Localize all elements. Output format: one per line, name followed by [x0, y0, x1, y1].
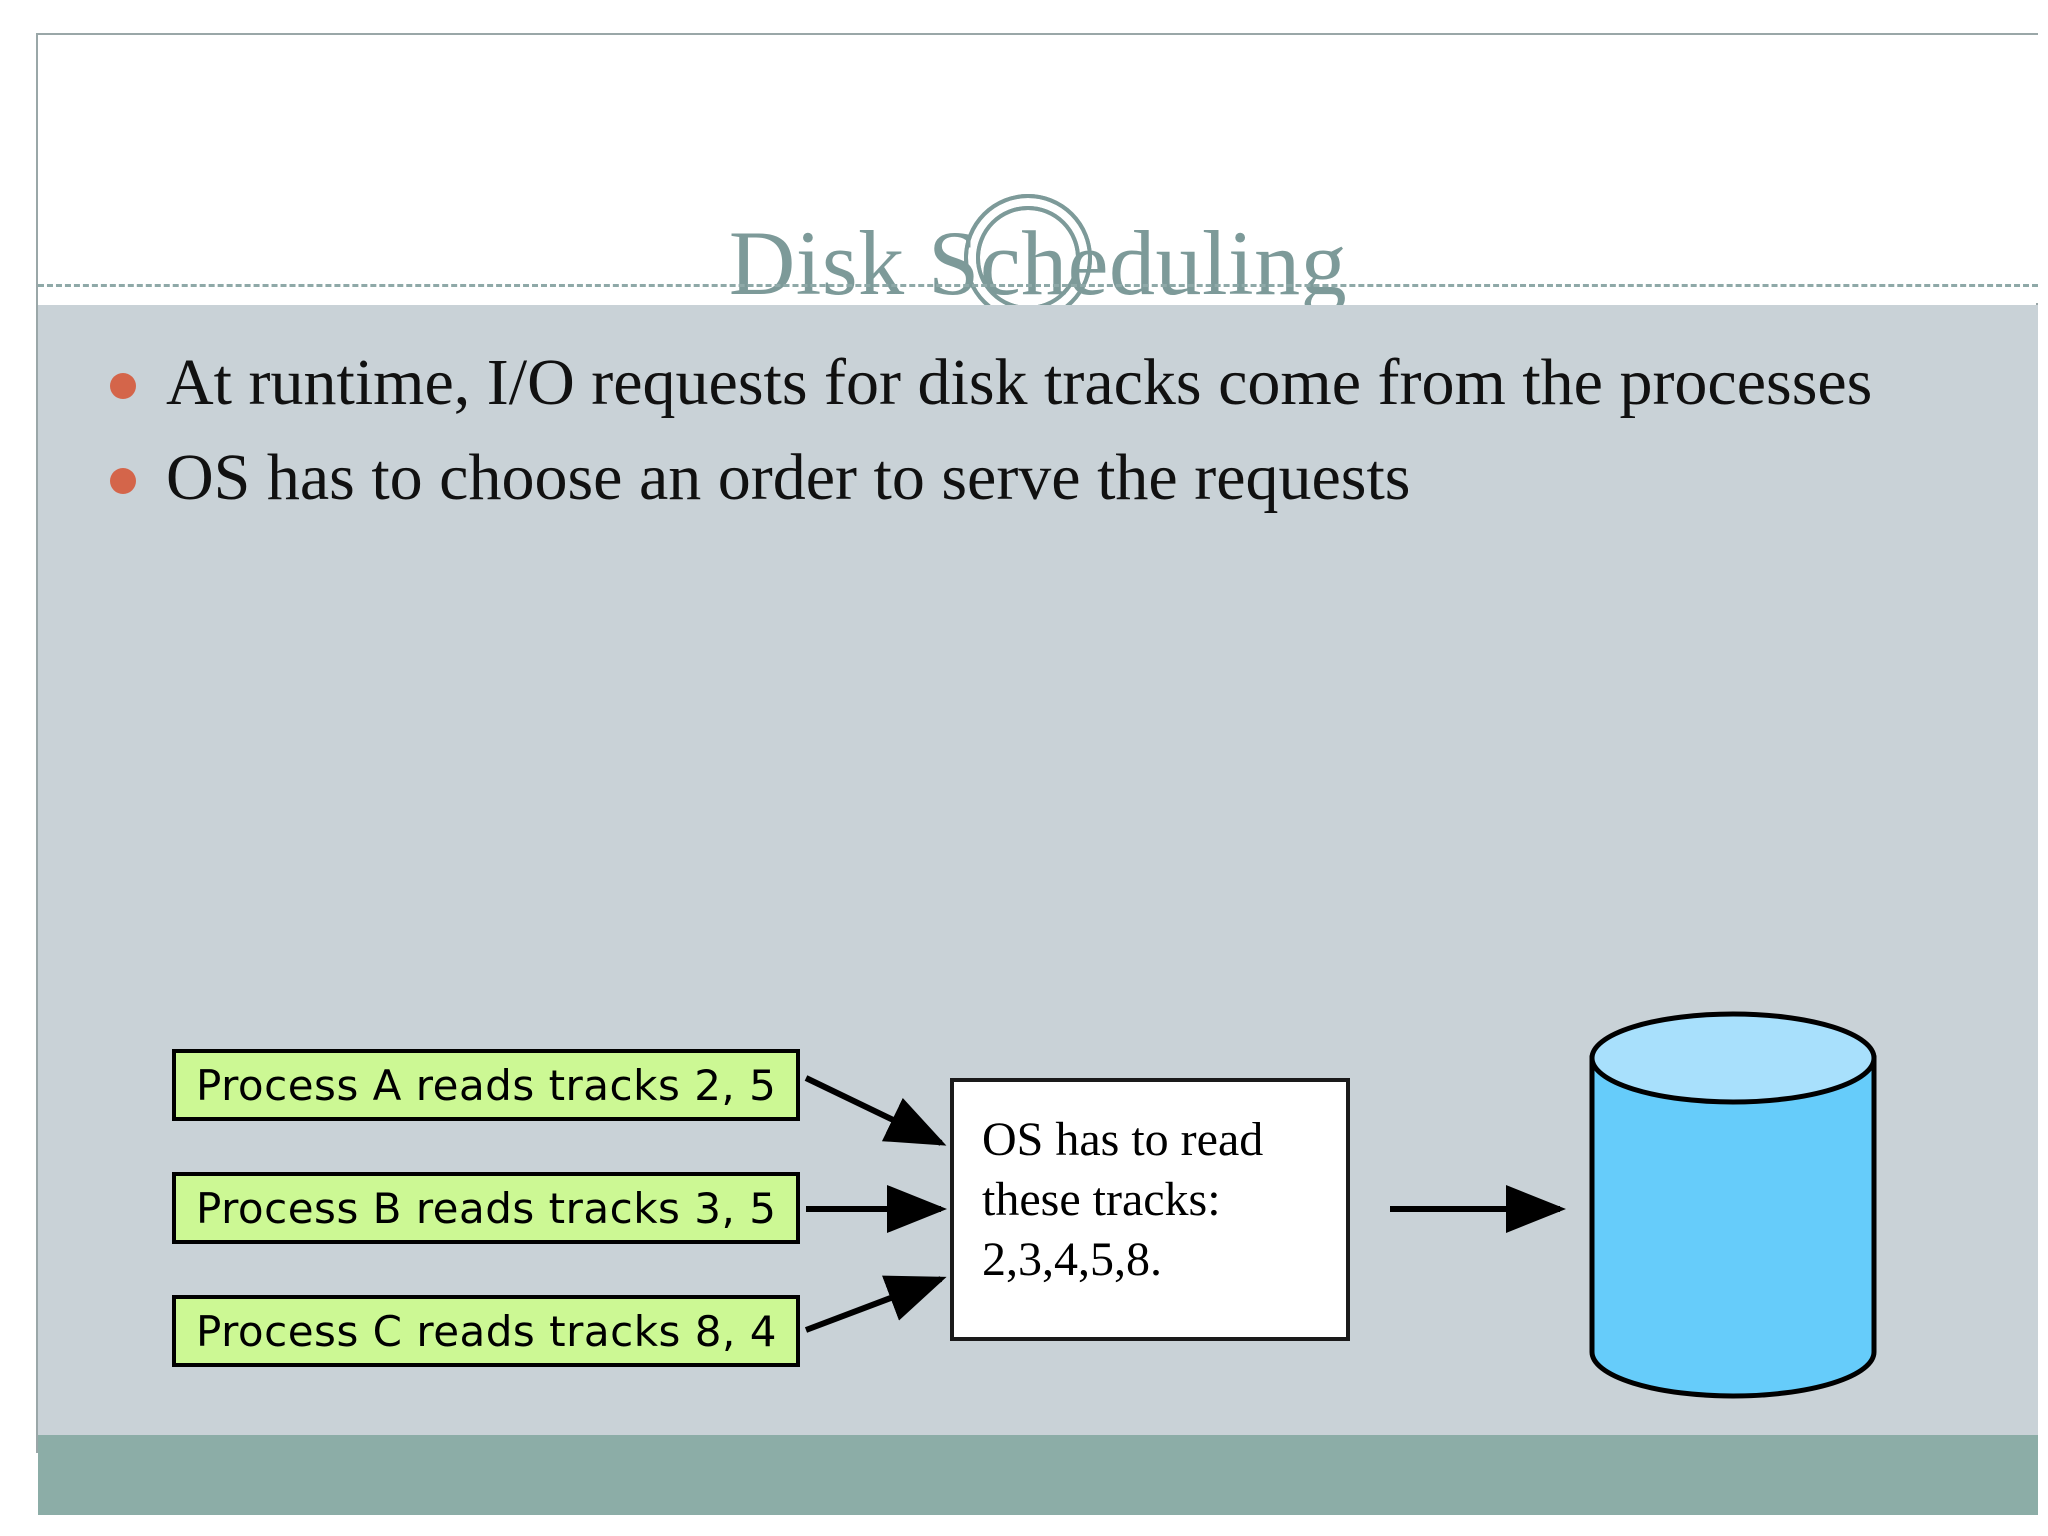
bullet-dot-icon	[110, 467, 136, 494]
slide-body: At runtime, I/O requests for disk tracks…	[38, 305, 2038, 1435]
list-item: At runtime, I/O requests for disk tracks…	[98, 345, 1998, 422]
footer-bar	[38, 1435, 2038, 1515]
list-item: OS has to choose an order to serve the r…	[98, 440, 1998, 517]
bullet-dot-icon	[110, 373, 136, 399]
bullet-text: At runtime, I/O requests for disk tracks…	[166, 346, 1873, 419]
page-title: Disk Scheduling	[728, 212, 1348, 314]
slide-frame-top	[36, 33, 2038, 35]
slide-header: Disk Scheduling	[38, 35, 2038, 309]
slide-frame-left	[36, 33, 38, 1453]
bullet-text: OS has to choose an order to serve the r…	[166, 440, 1411, 514]
title-divider	[38, 284, 2038, 287]
bullet-list: At runtime, I/O requests for disk tracks…	[98, 345, 1998, 534]
